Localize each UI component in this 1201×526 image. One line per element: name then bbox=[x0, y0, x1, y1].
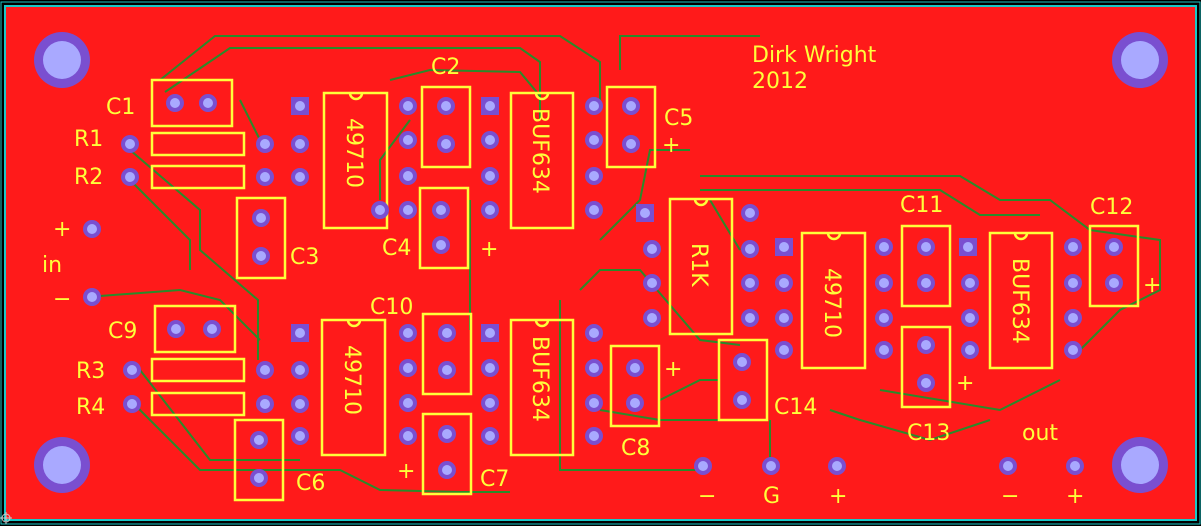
c6-outline bbox=[233, 418, 285, 502]
c9-label: C9 bbox=[108, 319, 137, 344]
ic5-outline bbox=[668, 197, 734, 336]
c11-outline bbox=[900, 224, 952, 308]
ic2-label: BUF634 bbox=[527, 108, 552, 194]
c13-label: C13 bbox=[907, 421, 950, 446]
c5-plus-mark: + bbox=[662, 133, 680, 158]
origin-marker bbox=[0, 512, 12, 524]
ic7-label: BUF634 bbox=[1007, 258, 1032, 344]
r1-outline bbox=[150, 131, 246, 157]
c12-label: C12 bbox=[1090, 195, 1133, 220]
c10-outline bbox=[421, 312, 473, 396]
out-minus-label: − bbox=[1001, 484, 1019, 509]
c6-label: C6 bbox=[296, 471, 325, 496]
c4-outline bbox=[418, 186, 470, 270]
c3-label: C3 bbox=[290, 245, 319, 270]
power-ground-label: G bbox=[763, 484, 780, 509]
c14-outline bbox=[717, 338, 769, 422]
out-plus-label: + bbox=[1066, 484, 1084, 509]
c7-outline bbox=[421, 412, 473, 496]
c9-outline bbox=[153, 304, 237, 354]
ic6-outline bbox=[800, 231, 867, 370]
silkscreen-outlines bbox=[150, 78, 1140, 502]
ic4-outline bbox=[509, 318, 575, 457]
c3-outline bbox=[235, 196, 287, 280]
r2-label: R2 bbox=[74, 165, 103, 190]
ic2-outline bbox=[509, 91, 575, 230]
r4-outline bbox=[150, 391, 246, 417]
r3-outline bbox=[150, 357, 246, 383]
ic1-outline bbox=[322, 91, 389, 230]
c1-outline bbox=[150, 78, 234, 128]
year-label: 2012 bbox=[752, 69, 808, 94]
author-label: Dirk Wright bbox=[752, 43, 877, 68]
out-label: out bbox=[1022, 421, 1058, 446]
c4-label: C4 bbox=[382, 236, 411, 261]
silkscreen-text: Dirk Wright 2012 C1 R1 R2 C2 C3 C4 C5 C9… bbox=[42, 43, 1161, 509]
ic3-label: 49710 bbox=[339, 345, 364, 415]
c8-label: C8 bbox=[621, 436, 650, 461]
in-minus-label: − bbox=[53, 287, 71, 312]
c12-plus-mark: + bbox=[1143, 273, 1161, 298]
c6-plus-mark: + bbox=[397, 459, 415, 484]
c4-plus-mark: + bbox=[480, 237, 498, 262]
r3-label: R3 bbox=[76, 359, 105, 384]
in-label: in bbox=[42, 253, 62, 278]
power-plus-label: + bbox=[829, 484, 847, 509]
c13-outline bbox=[900, 325, 952, 409]
c7-label: C7 bbox=[480, 467, 509, 492]
r2-outline bbox=[150, 164, 246, 190]
c13-plus-mark: + bbox=[956, 371, 974, 396]
c2-label: C2 bbox=[431, 55, 460, 80]
c8-plus-mark: + bbox=[664, 357, 682, 382]
c12-outline bbox=[1088, 224, 1140, 308]
c14-label: C14 bbox=[774, 395, 817, 420]
r4-label: R4 bbox=[76, 395, 105, 420]
board-outline bbox=[4, 5, 1197, 521]
c1-label: C1 bbox=[106, 95, 135, 120]
power-minus-label: − bbox=[698, 484, 716, 509]
ic4-label: BUF634 bbox=[527, 336, 552, 422]
in-plus-label: + bbox=[53, 217, 71, 242]
c2-outline bbox=[420, 85, 472, 169]
mounting-holes bbox=[34, 32, 1168, 493]
c8-outline bbox=[609, 344, 661, 428]
ic6-label: 49710 bbox=[819, 268, 844, 338]
ic7-outline bbox=[988, 231, 1054, 370]
ic1-label: 49710 bbox=[341, 118, 366, 188]
c5-label: C5 bbox=[664, 106, 693, 131]
c10-label: C10 bbox=[370, 295, 413, 320]
c5-outline bbox=[605, 85, 657, 169]
ic5-label: R1K bbox=[686, 243, 711, 287]
r1-label: R1 bbox=[74, 127, 103, 152]
ic3-outline bbox=[320, 318, 387, 457]
c11-label: C11 bbox=[900, 193, 943, 218]
